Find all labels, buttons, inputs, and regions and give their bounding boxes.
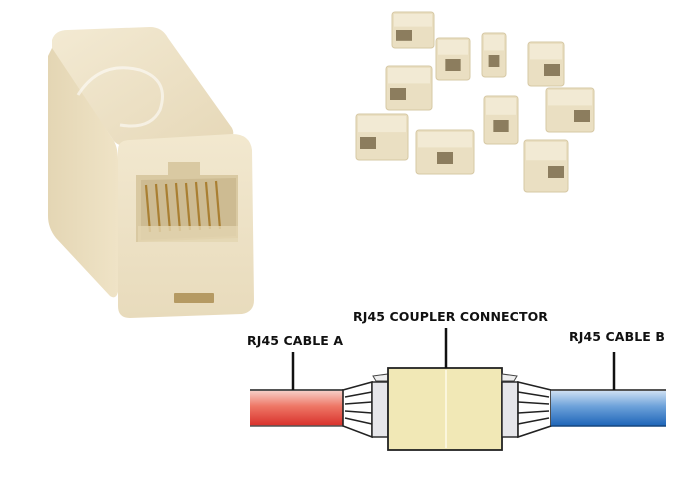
small-coupler <box>481 32 507 78</box>
main-coupler-body <box>48 27 254 318</box>
label-cable-b: RJ45 CABLE B <box>569 329 665 344</box>
plug-b <box>501 373 552 439</box>
small-coupler <box>385 65 433 111</box>
cable-a <box>250 390 343 426</box>
small-coupler <box>523 139 569 193</box>
coupler-group-photo <box>355 11 595 193</box>
label-coupler-connector: RJ45 COUPLER CONNECTOR <box>353 309 549 324</box>
plug-a <box>342 373 389 439</box>
coupler-diagram <box>250 328 666 451</box>
label-cable-a: RJ45 CABLE A <box>247 333 344 348</box>
cable-b <box>551 390 666 426</box>
small-coupler <box>435 37 471 81</box>
small-coupler <box>483 95 519 145</box>
small-coupler <box>527 41 565 87</box>
small-coupler <box>391 11 435 49</box>
small-coupler <box>415 129 475 175</box>
small-coupler <box>545 87 595 133</box>
small-coupler <box>355 113 409 161</box>
gold-pins <box>144 180 222 233</box>
